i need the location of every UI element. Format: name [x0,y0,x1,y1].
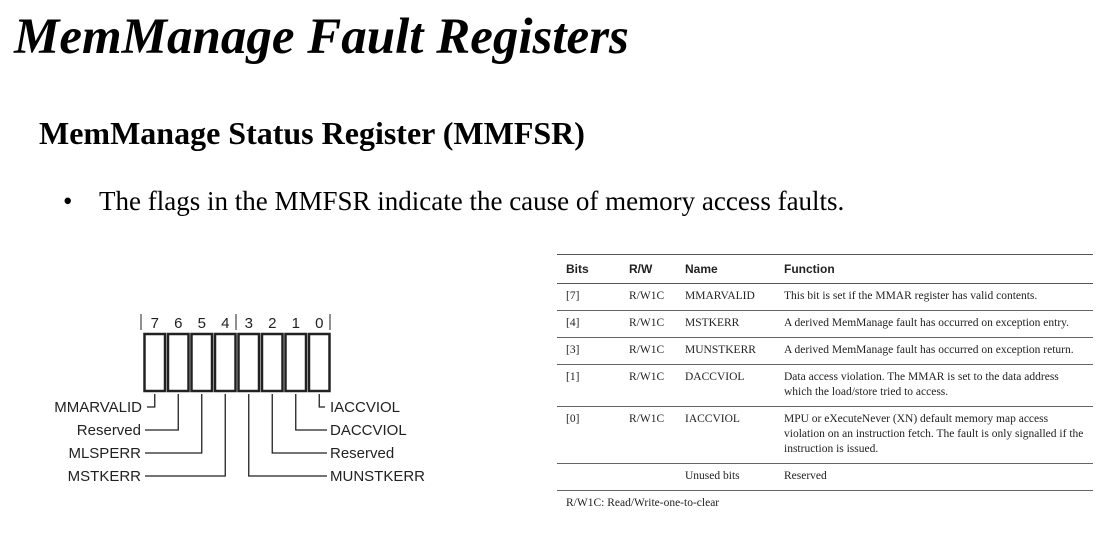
cell-bits: [0] [557,406,620,464]
cell-bits: [4] [557,310,620,338]
cell-function: A derived MemManage fault has occurred o… [775,337,1093,365]
header-function: Function [775,254,1093,284]
cell-name: DACCVIOL [676,364,775,407]
section-subtitle: MemManage Status Register (MMFSR) [39,115,585,151]
bit-cell-6 [166,332,190,393]
leader-line [295,394,327,431]
table-row: [7] R/W1C MMARVALID This bit is set if t… [557,283,1093,311]
table-footnote: R/W1C: Read/Write-one-to-clear [566,497,720,509]
bit-number-5: 5 [198,315,206,332]
bit-cell-5 [190,332,214,393]
bit-number-7: 7 [151,315,159,332]
header-name: Name [676,254,775,284]
table-row: [1] R/W1C DACCVIOL Data access violation… [557,364,1093,407]
leader-line [145,394,179,431]
cell-bits: [7] [557,283,620,311]
cell-bits: [1] [557,364,620,407]
bit-number-2: 2 [268,315,276,332]
leader-line [318,394,325,408]
field-label-right: IACCVIOL [330,399,400,416]
bit-cells [143,332,331,393]
leader-line [145,394,226,477]
field-label-left: MSTKERR [68,468,142,485]
cell-rw: R/W1C [620,364,676,407]
cell-bits [557,463,620,491]
bit-number-3: 3 [245,315,253,332]
bullet-marker: • [63,186,73,216]
cell-name: Unused bits [676,463,775,491]
bit-cell-4 [213,332,237,393]
cell-function: Data access violation. The MMAR is set t… [775,364,1093,407]
cell-function: Reserved [775,463,1093,491]
bit-cell-1 [284,332,308,393]
cell-rw: R/W1C [620,310,676,338]
bit-cell-2 [260,332,284,393]
page-title: MemManage Fault Registers [14,9,629,65]
cell-name: MUNSTKERR [676,337,775,365]
mmfsr-field-table-container: Bits R/W Name Function [7] R/W1C MMARVAL… [557,254,1093,509]
field-label-left: MLSPERR [68,445,141,462]
bit-cell-7 [143,332,167,393]
cell-name: MSTKERR [676,310,775,338]
bit-number-0: 0 [315,315,323,332]
bit-cell-3 [237,332,261,393]
table-row: [3] R/W1C MUNSTKERR A derived MemManage … [557,337,1093,365]
cell-rw: R/W1C [620,406,676,464]
bit-boundary-ticks [140,314,331,330]
cell-rw [620,463,676,491]
field-label-left: Reserved [77,422,141,439]
cell-name: IACCVIOL [676,406,775,464]
leader-line [271,394,327,454]
field-leader-lines [145,394,327,477]
table-header-row: Bits R/W Name Function [557,254,1093,284]
bit-cell-0 [307,332,331,393]
header-rw: R/W [620,254,676,284]
mmfsr-field-table: Bits R/W Name Function [7] R/W1C MMARVAL… [557,254,1093,491]
field-label-right: DACCVIOL [330,422,407,439]
bit-number-6: 6 [174,315,182,332]
cell-rw: R/W1C [620,283,676,311]
cell-function: This bit is set if the MMAR register has… [775,283,1093,311]
cell-rw: R/W1C [620,337,676,365]
field-labels: MMARVALIDReservedMLSPERRMSTKERRIACCVIOLD… [54,399,425,485]
bullet-item: • The flags in the MMFSR indicate the cau… [63,183,844,219]
cell-function: A derived MemManage fault has occurred o… [775,310,1093,338]
header-bits: Bits [557,254,620,284]
table-row: Unused bits Reserved [557,463,1093,491]
table-row: [4] R/W1C MSTKERR A derived MemManage fa… [557,310,1093,338]
bit-number-4: 4 [221,315,229,332]
leader-line [145,394,203,454]
bullet-text: The flags in the MMFSR indicate the caus… [99,186,845,216]
cell-bits: [3] [557,337,620,365]
leader-line [147,394,156,408]
field-label-right: Reserved [330,445,394,462]
cell-function: MPU or eXecuteNever (XN) default memory … [775,406,1093,464]
leader-line [248,394,327,477]
field-label-right: MUNSTKERR [330,468,425,485]
cell-name: MMARVALID [676,283,775,311]
field-label-left: MMARVALID [54,399,142,416]
table-row: [0] R/W1C IACCVIOL MPU or eXecuteNever (… [557,406,1093,464]
bit-number-1: 1 [292,315,300,332]
